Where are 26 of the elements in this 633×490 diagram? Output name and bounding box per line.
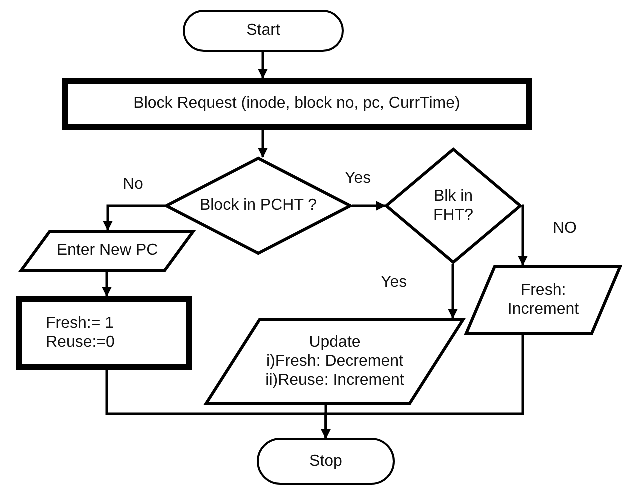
node-text: i)Fresh: Decrement xyxy=(266,352,404,372)
process-box xyxy=(62,78,532,130)
arrow xyxy=(103,204,165,231)
node-text: Enter New PC xyxy=(56,241,158,261)
arrow xyxy=(258,52,268,79)
node-text: Blk in FHT? xyxy=(432,186,474,226)
node-text: ii)Reuse: Increment xyxy=(266,371,404,390)
node-text: Update xyxy=(309,332,361,352)
node-text: Fresh: Increment xyxy=(506,280,580,320)
data-parallelogram xyxy=(465,265,622,335)
arrow xyxy=(518,204,528,266)
process-box xyxy=(16,296,192,370)
node-text: Block in PCHT ? xyxy=(200,196,318,216)
decision-diamond xyxy=(385,148,522,264)
data-parallelogram xyxy=(20,230,195,272)
node-text: Block Request (inode, block no, pc, CurrTime) xyxy=(134,94,460,114)
arrow xyxy=(321,335,524,439)
arrow xyxy=(352,201,386,211)
data-parallelogram xyxy=(205,318,465,405)
node-text: Fresh:= 1 xyxy=(46,314,114,333)
node-text: Stop xyxy=(310,452,342,472)
arrow xyxy=(448,264,458,319)
arrow xyxy=(102,272,112,297)
node-text: Reuse:=0 xyxy=(46,333,115,352)
node-text: Start xyxy=(246,21,280,41)
arrow xyxy=(258,130,268,158)
